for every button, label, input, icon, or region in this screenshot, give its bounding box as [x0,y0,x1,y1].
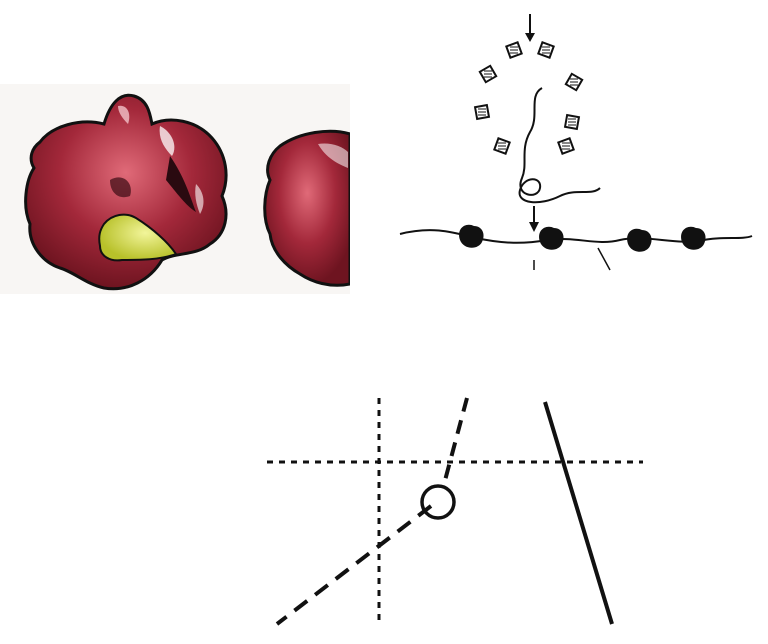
top-arrow [525,14,535,42]
polysome-schematic [399,14,753,271]
highlighted-subunit [98,213,178,262]
ribosome-density-partial [263,129,350,287]
target-circle [420,484,456,520]
nascent-chain [518,87,601,204]
geometry-diagram [267,397,643,626]
solid-line [543,401,614,625]
ribosome-density-image [24,93,350,291]
dashed-lower-line [275,504,433,626]
ribosome-render-panel [0,84,350,294]
ribosomes [459,224,706,252]
dashed-upper-line [441,397,469,489]
geometry-diagram-panel [255,392,655,644]
polysome-schematic-panel [392,0,768,300]
middle-arrow [529,206,539,232]
